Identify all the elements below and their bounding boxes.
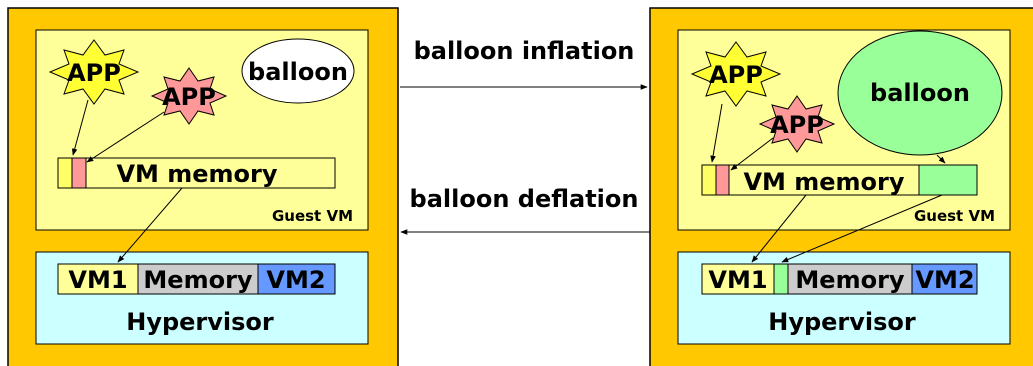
- left-app-yellow-star: [48, 39, 140, 105]
- left-app-red-label: APP: [162, 83, 216, 111]
- right-hv-vm1-label: VM1: [708, 266, 767, 294]
- right-vm-memory-bar: [701, 164, 920, 196]
- right-arrow-app2-to-mem: [730, 137, 774, 171]
- left-hv-memory: [137, 263, 259, 295]
- middle-arrows: balloon inflation balloon deflation: [400, 37, 650, 235]
- right-host: APP APP balloon VM memory Guest VM VM1 M…: [649, 7, 1033, 366]
- right-vm-memory-label: VM memory: [743, 168, 904, 196]
- left-arrow-app2-to-mem: [86, 111, 165, 163]
- right-guest-vm-label: Guest VM: [914, 207, 995, 225]
- left-host: APP APP balloon VM memory Guest VM VM1 M…: [7, 7, 399, 366]
- right-balloon-label: balloon: [870, 79, 970, 107]
- right-balloon: [837, 30, 1003, 156]
- left-mem-slot-yellow: [57, 157, 73, 189]
- right-arrow-mem-to-hv: [751, 194, 807, 263]
- left-app-yellow-label: APP: [67, 59, 121, 87]
- left-balloon: [241, 38, 355, 104]
- left-hv-memory-label: Memory: [143, 266, 252, 294]
- left-hypervisor-label: Hypervisor: [126, 308, 274, 336]
- right-hypervisor-label: Hypervisor: [768, 308, 916, 336]
- left-vm-memory-bar: [57, 157, 336, 189]
- right-hv-green-slot: [773, 263, 789, 295]
- left-hv-vm1-label: VM1: [68, 266, 127, 294]
- left-balloon-label: balloon: [248, 58, 348, 86]
- left-hv-vm2: [257, 263, 336, 295]
- left-app-red-star: [150, 67, 228, 125]
- deflation-label: balloon deflation: [410, 185, 639, 213]
- left-arrow-mem-to-hv: [117, 187, 183, 263]
- right-hv-memory-label: Memory: [795, 266, 904, 294]
- right-app-yellow-label: APP: [709, 61, 763, 89]
- right-mem-slot-red: [715, 164, 730, 196]
- right-arrow-app1-to-mem: [710, 103, 723, 163]
- left-hv-vm2-label: VM2: [266, 266, 325, 294]
- left-vm-memory-label: VM memory: [116, 160, 277, 188]
- right-hv-vm1: [701, 263, 775, 295]
- right-hv-vm2: [911, 263, 978, 295]
- right-mem-slot-green: [918, 164, 978, 196]
- right-hv-memory: [787, 263, 913, 295]
- left-guest-vm-label: Guest VM: [272, 207, 353, 225]
- right-app-red-label: APP: [770, 111, 824, 139]
- inflation-label: balloon inflation: [414, 37, 635, 65]
- right-mem-slot-yellow: [701, 164, 717, 196]
- right-arrow-green-to-hv: [781, 194, 943, 263]
- right-app-red-star: [758, 95, 836, 153]
- right-arrow-balloon-to-mem: [936, 154, 946, 164]
- right-hv-vm2-label: VM2: [915, 266, 974, 294]
- left-mem-slot-red: [71, 157, 87, 189]
- left-arrow-app1-to-mem: [71, 99, 89, 156]
- right-app-yellow-star: [690, 41, 782, 107]
